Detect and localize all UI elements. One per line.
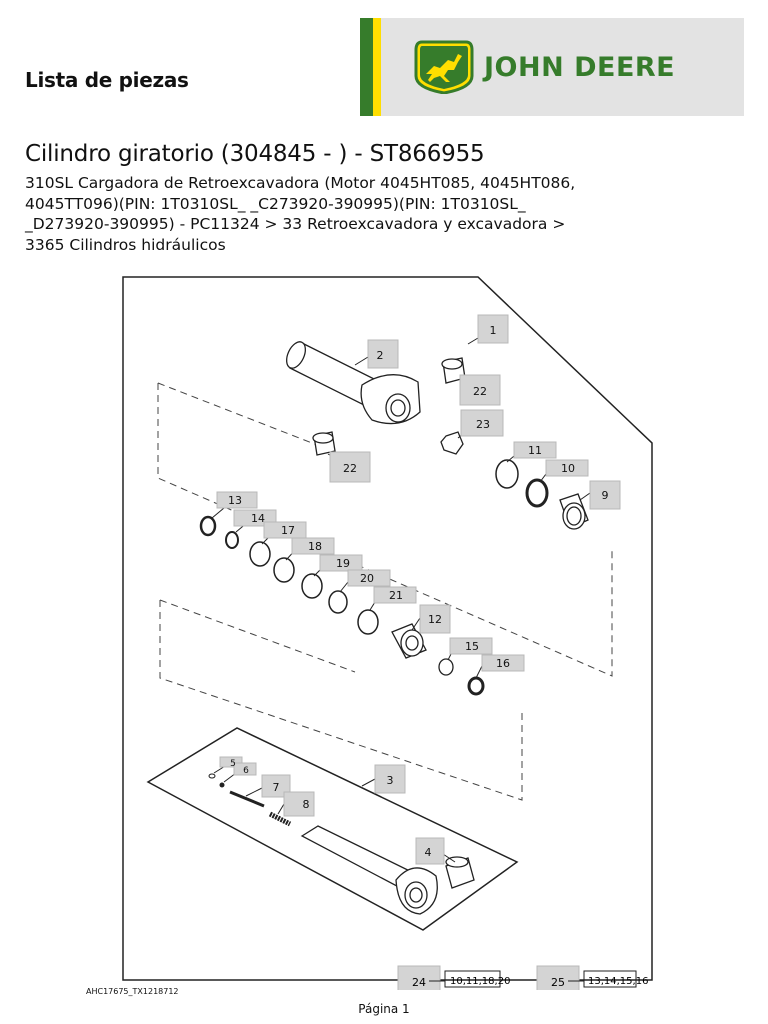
brand-yellow-stripe: [373, 18, 381, 116]
callout-8: 8: [303, 798, 310, 811]
svg-text:10,11,18,20: 10,11,18,20: [450, 976, 510, 987]
gland-part: [559, 493, 589, 530]
callout-13: 13: [228, 494, 242, 507]
figure-id: AHC17675_TX1218712: [86, 987, 179, 996]
callout-19: 19: [336, 557, 350, 570]
callout-22-upper: 22: [473, 385, 487, 398]
callout-22-lower: 22: [343, 462, 357, 475]
page-number: Página 1: [358, 1002, 410, 1016]
page-heading: Lista de piezas: [25, 68, 189, 92]
document-title: Cilindro giratorio (304845 - ) - ST86695…: [25, 141, 485, 167]
callout-17: 17: [281, 524, 295, 537]
rod-bushing-part: [445, 856, 475, 889]
barrel-part: [285, 341, 421, 425]
callout-21: 21: [389, 589, 403, 602]
bushing-part: [312, 357, 466, 456]
kit-reference-25: 25 13,14,15,16: [551, 970, 648, 989]
document-subtitle: 310SL Cargadora de Retroexcavadora (Moto…: [25, 174, 576, 254]
dashed-outline-upper: [157, 383, 613, 677]
callout-6: 6: [243, 766, 249, 776]
callout-20: 20: [360, 572, 374, 585]
callout-10: 10: [561, 462, 575, 475]
svg-text:13,14,15,16: 13,14,15,16: [588, 976, 648, 987]
deer-logo-icon: [414, 40, 474, 94]
callout-1: 1: [490, 324, 497, 337]
brand-name: JOHN DEERE: [484, 52, 676, 83]
exploded-parts-diagram: 1 2 3 4 5 6 7 8 9 10 11 12 13 14 15 16 1…: [122, 276, 653, 990]
nut-part: [440, 431, 464, 455]
brand-green-stripe: [360, 18, 373, 116]
seal-ring-series: [199, 515, 379, 635]
callout-2: 2: [377, 349, 384, 362]
callout-5: 5: [230, 759, 236, 769]
callout-23: 23: [476, 418, 490, 431]
ring-part: [495, 459, 519, 489]
callout-7: 7: [273, 781, 280, 794]
svg-text:25: 25: [551, 976, 565, 989]
callout-16: 16: [496, 657, 510, 670]
spring-part: [268, 811, 292, 827]
dashed-outline-lower: [159, 600, 523, 801]
assembly-frame: [122, 276, 653, 981]
rod-part: [300, 825, 438, 915]
callout-18: 18: [308, 540, 322, 553]
seal-part: [525, 478, 549, 508]
callout-9: 9: [602, 489, 609, 502]
callout-3: 3: [387, 774, 394, 787]
rod-tray: [146, 727, 519, 931]
callout-15: 15: [465, 640, 479, 653]
callout-14: 14: [251, 512, 265, 525]
small-ring-part: [438, 658, 454, 676]
svg-text:24: 24: [412, 976, 426, 989]
callout-11: 11: [528, 444, 542, 457]
pin-part: [229, 790, 265, 808]
kit-reference-24: 24 10,11,18,20: [412, 970, 510, 989]
callout-4: 4: [425, 846, 432, 859]
piston-part: [391, 623, 427, 659]
small-seal-part: [467, 676, 485, 696]
callout-12: 12: [428, 613, 442, 626]
callout-boxes: [216, 314, 621, 990]
